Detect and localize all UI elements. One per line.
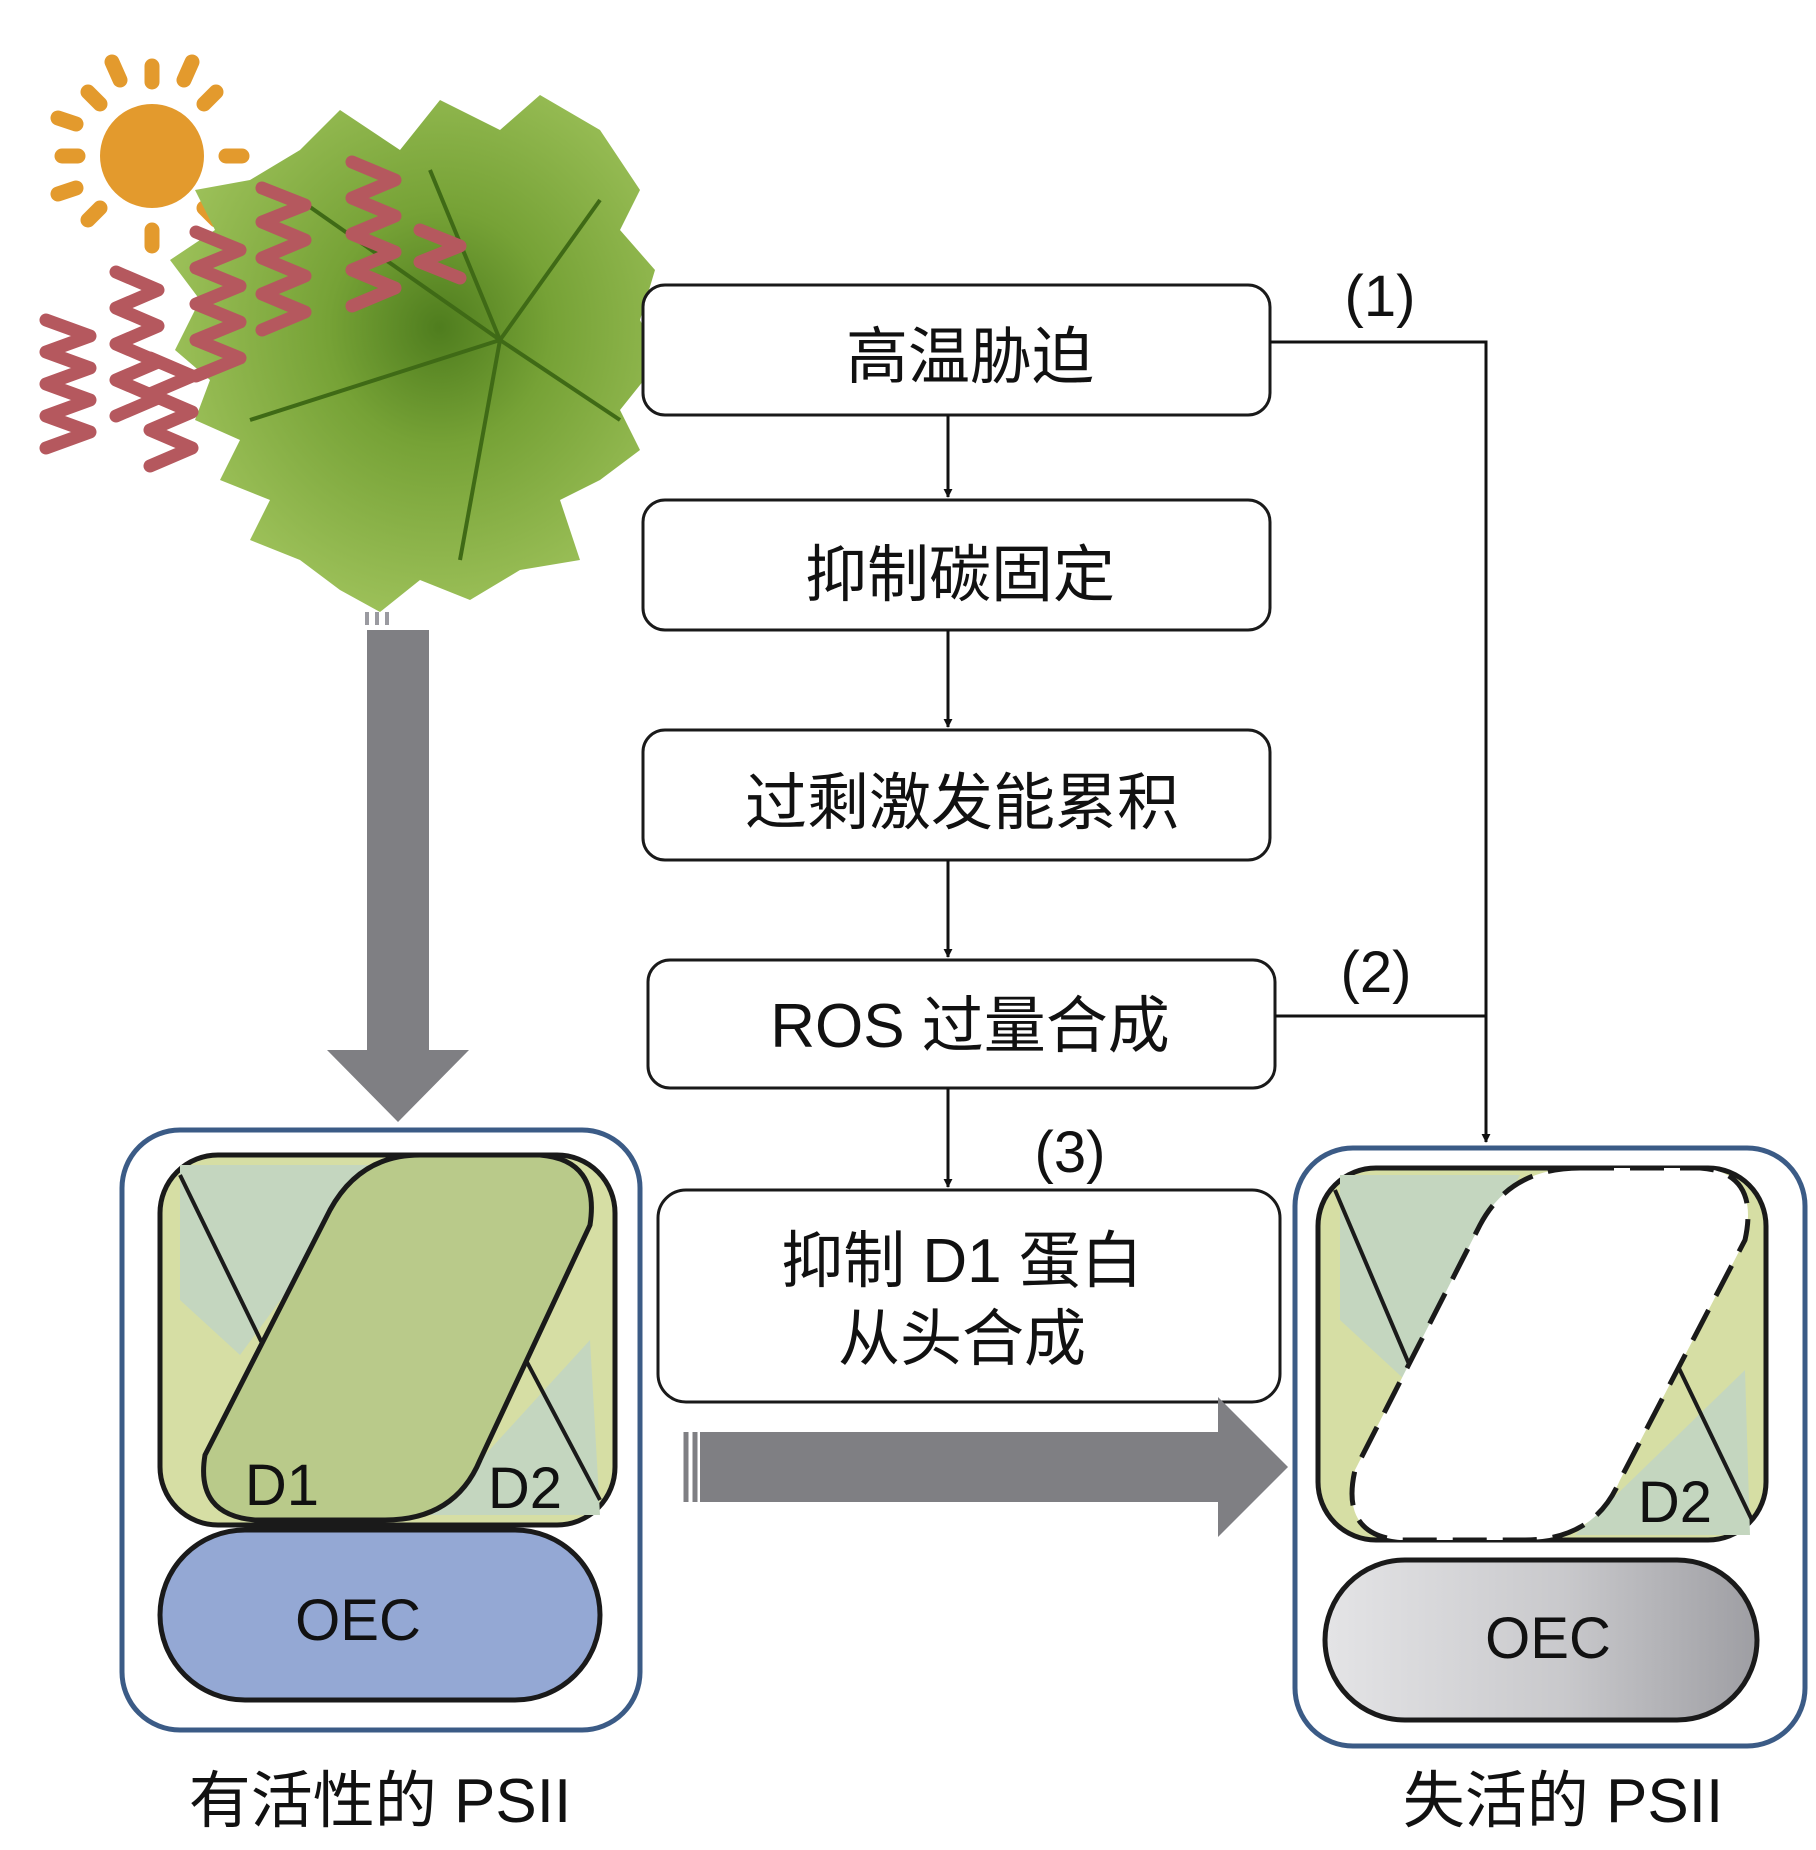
- oec-inactive-label: OEC: [1485, 1606, 1611, 1671]
- inhibit-carbon-label: 抑制碳固定: [805, 541, 1115, 610]
- inactive-psii: D2 OEC: [1292, 1145, 1808, 1749]
- pathway-label-2: (2): [1341, 940, 1412, 1005]
- sun-icon: [50, 54, 250, 254]
- oec-active-label: OEC: [295, 1588, 421, 1653]
- heat-stress-label: 高温胁迫: [846, 323, 1094, 392]
- d2-label: D2: [488, 1456, 562, 1521]
- oec-inactive-shape: [1322, 1557, 1760, 1723]
- flow-box-excess-energy: 过剩激发能累积: [641, 728, 1272, 862]
- active-psii-caption: 有活性的 PSII: [189, 1767, 571, 1836]
- gray-right-arrow: [683, 1397, 1288, 1537]
- flow-box-inhibit-d1: 抑制 D1 蛋白 从头合成: [656, 1188, 1282, 1404]
- flow-box-ros: ROS 过量合成: [646, 958, 1277, 1090]
- d2-label-inactive: D2: [1638, 1470, 1712, 1535]
- heat-wave-icon: [39, 155, 467, 473]
- active-psii: D1 D2 OEC: [119, 1127, 643, 1733]
- flow-box-inhibit-carbon-fixation: 抑制碳固定: [641, 498, 1272, 632]
- d1-label: D1: [245, 1453, 319, 1518]
- gray-down-arrow: [327, 630, 469, 1122]
- excess-energy-label: 过剩激发能累积: [745, 769, 1179, 838]
- ros-label: ROS 过量合成: [770, 992, 1170, 1061]
- inactive-psii-caption: 失活的 PSII: [1403, 1767, 1723, 1836]
- pathway-label-3: (3): [1035, 1120, 1106, 1185]
- missing-d1-shape: [1349, 1165, 1751, 1543]
- inhibit-d1-label-line1: 抑制 D1 蛋白: [781, 1227, 1143, 1296]
- flow-box-heat-stress: 高温胁迫: [641, 283, 1272, 417]
- grape-leaf-icon: [170, 95, 660, 625]
- oec-active-shape: [157, 1527, 603, 1703]
- flow-connectors: [943, 340, 1491, 1188]
- d1-protein-shape: [201, 1152, 594, 1523]
- inhibit-d1-label-line2: 从头合成: [838, 1305, 1086, 1374]
- pathway-label-1: (1): [1345, 264, 1416, 329]
